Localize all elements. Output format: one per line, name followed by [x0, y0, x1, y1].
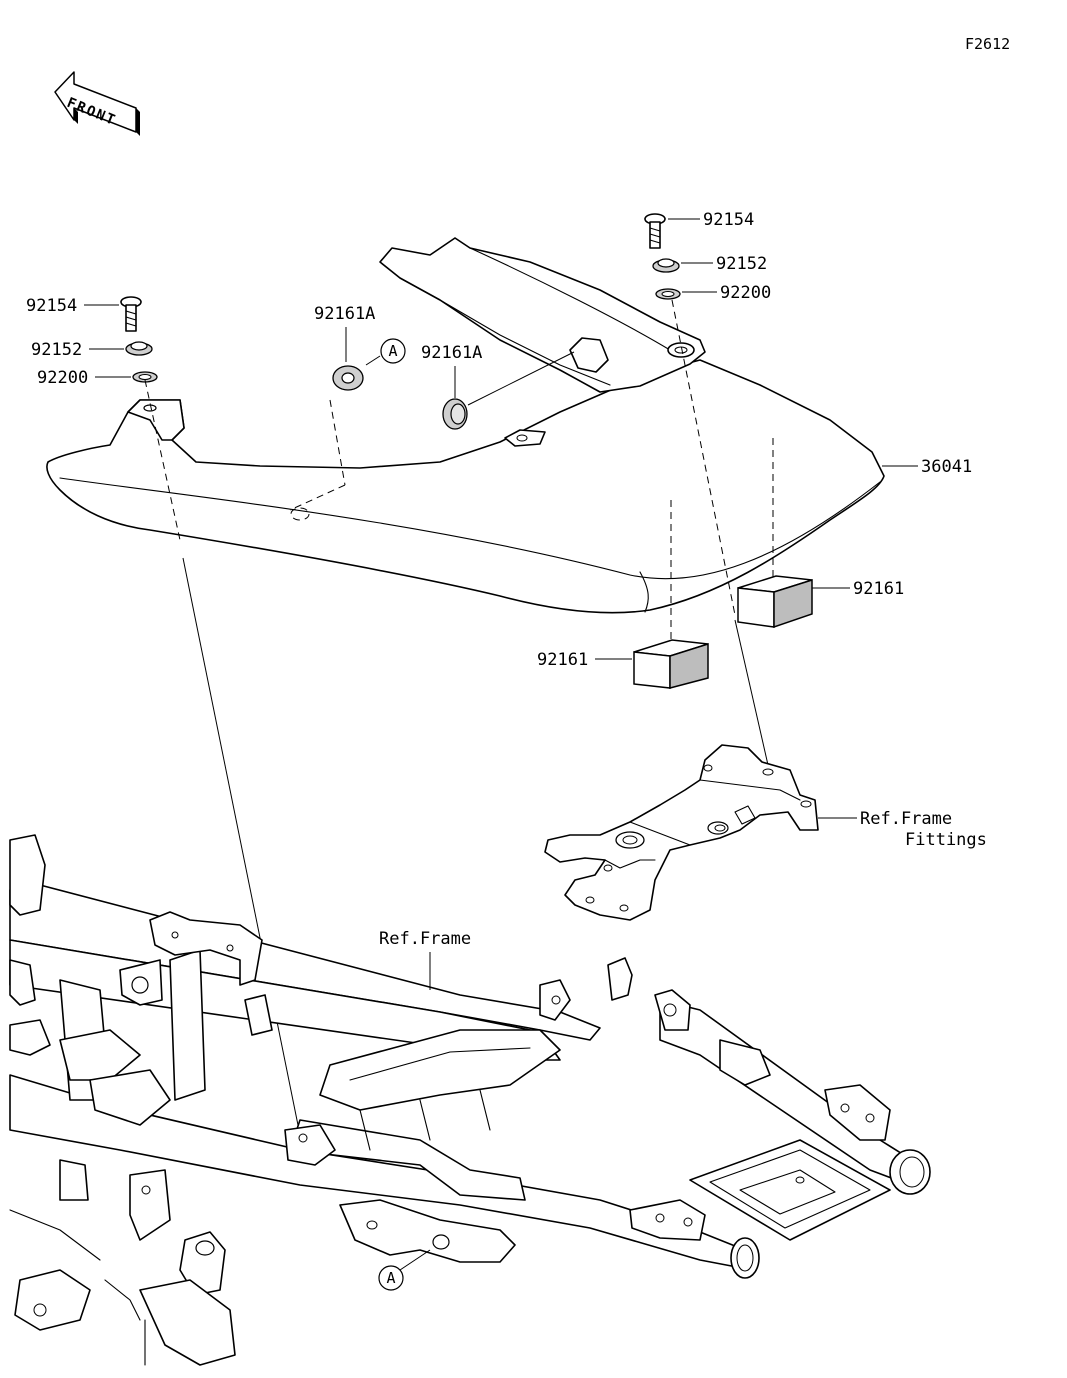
callout-ref-frame-fittings-line1: Ref.Frame — [860, 809, 952, 829]
callout-92152-right: 92152 — [716, 254, 767, 274]
assembly-guide-lines — [144, 299, 774, 1136]
callout-92200-left: 92200 — [37, 368, 88, 388]
collar-92152-left-icon — [125, 341, 153, 356]
svg-text:A: A — [388, 342, 397, 360]
svg-text:A: A — [386, 1269, 395, 1287]
grommet-92161a-left-icon — [332, 365, 364, 391]
callout-92154-left: 92154 — [26, 296, 77, 316]
figure-code: F2612 — [965, 35, 1010, 53]
bolt-92154-right-icon — [644, 213, 666, 249]
ref-mark-a-top: A — [380, 338, 406, 364]
seat-cover-36041 — [46, 237, 885, 614]
damper-92161-center-icon — [633, 639, 709, 689]
callout-92161-right: 92161 — [853, 579, 904, 599]
damper-92161-right-icon — [737, 575, 813, 629]
callout-36041: 36041 — [921, 457, 972, 477]
front-arrow-icon: FRONT — [54, 71, 140, 136]
callout-92161a-center: 92161A — [421, 343, 482, 363]
callout-92152-left: 92152 — [31, 340, 82, 360]
callout-ref-frame-fittings-line2: Fittings — [905, 830, 987, 850]
bolt-92154-left-icon — [120, 296, 142, 332]
frame-fittings-bracket — [544, 744, 819, 921]
washer-92200-right-icon — [655, 288, 681, 300]
callout-92154-right: 92154 — [703, 210, 754, 230]
callout-ref-frame: Ref.Frame — [379, 929, 471, 949]
callout-92200-right: 92200 — [720, 283, 771, 303]
rear-frame — [9, 834, 931, 1366]
callout-92161-center: 92161 — [537, 650, 588, 670]
callout-92161a-left: 92161A — [314, 304, 375, 324]
ref-mark-a-bottom: A — [378, 1265, 404, 1291]
grommet-92161a-center-icon — [442, 398, 468, 430]
collar-92152-right-icon — [652, 258, 680, 273]
